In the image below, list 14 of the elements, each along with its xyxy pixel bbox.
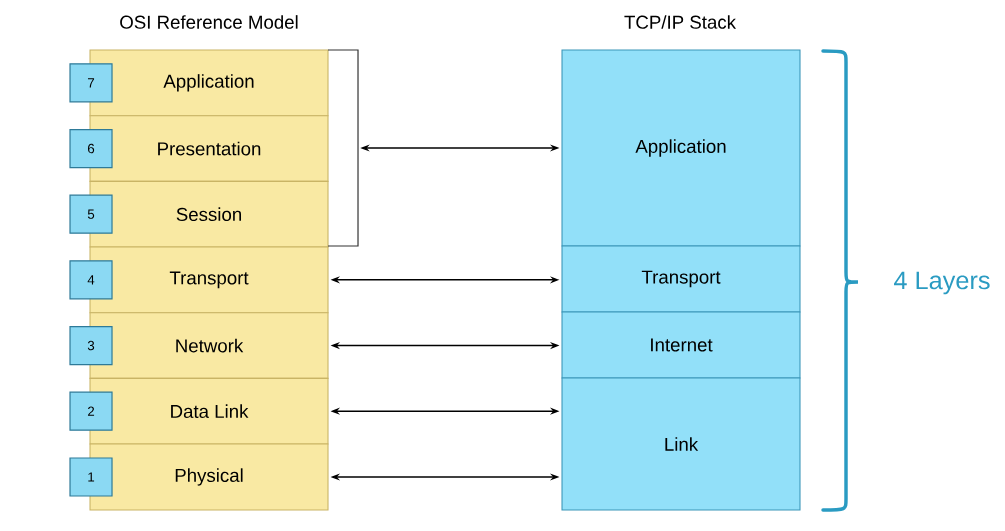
tcp-layer-box: Link (561, 377, 801, 511)
layer-number-box: 5 (69, 194, 113, 234)
tcp-layer-box: Transport (561, 245, 801, 313)
layer-number-box: 4 (69, 260, 113, 300)
tcp-layer-box: Internet (561, 311, 801, 379)
layer-number-box: 1 (69, 457, 113, 497)
layer-number-box: 6 (69, 128, 113, 169)
layer-number-box: 3 (69, 325, 113, 366)
bracket (327, 49, 359, 247)
column-title: TCP/IP Stack (624, 15, 737, 29)
layer-number-box: 2 (69, 391, 113, 431)
brace-label: 4 Layers (894, 271, 990, 295)
column-title: OSI Reference Model (120, 15, 298, 29)
layer-number-box: 7 (69, 63, 113, 103)
